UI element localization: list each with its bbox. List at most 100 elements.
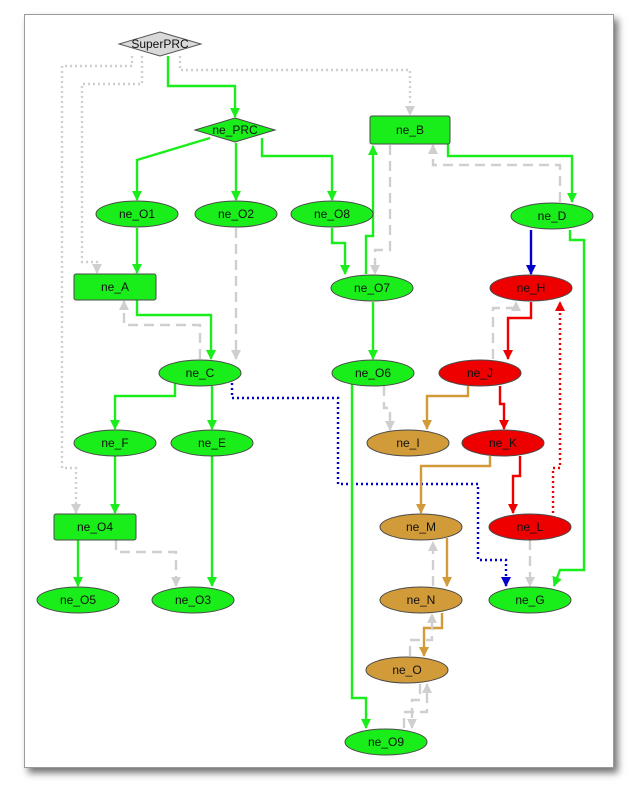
node-shape-ne-g xyxy=(488,586,572,614)
edge-ne-b-to-ne-o7 xyxy=(370,145,392,275)
node-label-superprc: SuperPRC xyxy=(131,37,189,51)
node-ne-o8[interactable]: ne_O8 xyxy=(290,200,374,228)
node-superprc[interactable]: SuperPRC xyxy=(117,31,203,57)
edge-ne-j-to-ne-i xyxy=(422,386,470,430)
edge-ne-prc-to-ne-o1 xyxy=(132,136,211,201)
node-ne-l[interactable]: ne_L xyxy=(488,513,572,541)
node-label-ne-h: ne_H xyxy=(517,281,546,295)
node-label-ne-o7: ne_O7 xyxy=(354,281,390,295)
edge-superprc-to-ne-o4 xyxy=(60,56,134,514)
node-shape-ne-j xyxy=(438,359,522,387)
node-label-ne-c: ne_C xyxy=(186,366,215,380)
node-ne-j[interactable]: ne_J xyxy=(438,359,522,387)
edge-ne-o-to-ne-o9 xyxy=(407,684,422,729)
node-ne-o4[interactable]: ne_O4 xyxy=(53,513,137,541)
node-ne-d[interactable]: ne_D xyxy=(510,202,594,230)
node-ne-o6[interactable]: ne_O6 xyxy=(331,359,415,387)
edge-ne-o8-to-ne-o7 xyxy=(330,228,350,275)
edge-ne-d-to-ne-g xyxy=(552,230,586,587)
node-ne-g[interactable]: ne_G xyxy=(488,586,572,614)
nodes-layer: SuperPRC ne_PRC ne_B ne_O1 ne_O2 ne_O8 ne_D ne_… xyxy=(36,31,594,756)
node-label-ne-g: ne_G xyxy=(515,593,544,607)
edge-ne-o-to-ne-n xyxy=(408,613,437,656)
node-shape-ne-o6 xyxy=(331,359,415,387)
node-shape-ne-prc xyxy=(193,117,277,143)
node-shape-ne-m xyxy=(379,513,463,541)
node-shape-ne-n xyxy=(379,586,463,614)
node-label-ne-j: ne_J xyxy=(467,366,493,380)
node-ne-o5[interactable]: ne_O5 xyxy=(36,586,120,614)
node-shape-ne-e xyxy=(170,429,254,457)
node-label-ne-i: ne_I xyxy=(396,436,419,450)
node-ne-i[interactable]: ne_I xyxy=(366,429,450,457)
node-shape-ne-o2 xyxy=(194,200,278,228)
node-label-ne-o1: ne_O1 xyxy=(119,207,155,221)
node-shape-ne-b xyxy=(369,115,451,145)
node-label-ne-m: ne_M xyxy=(406,520,436,534)
edge-ne-j-to-ne-h xyxy=(491,301,521,359)
node-ne-o7[interactable]: ne_O7 xyxy=(330,274,414,302)
node-shape-superprc xyxy=(117,31,203,57)
edge-ne-o7-to-ne-b xyxy=(364,145,378,274)
node-ne-e[interactable]: ne_E xyxy=(170,429,254,457)
node-shape-ne-k xyxy=(461,429,545,457)
node-label-ne-o3: ne_O3 xyxy=(175,593,211,607)
node-ne-o9[interactable]: ne_O9 xyxy=(344,728,428,756)
edge-ne-l-to-ne-h xyxy=(551,301,565,518)
node-label-ne-o6: ne_O6 xyxy=(355,366,391,380)
edge-ne-c-to-ne-a xyxy=(119,300,202,359)
edge-ne-prc-to-ne-o8 xyxy=(260,138,337,201)
node-shape-ne-o1 xyxy=(95,200,179,228)
edge-ne-k-to-ne-l xyxy=(508,456,522,514)
node-shape-ne-o4 xyxy=(53,513,137,541)
node-shape-ne-d xyxy=(510,202,594,230)
node-label-ne-n: ne_N xyxy=(407,593,436,607)
edge-ne-c-to-ne-g xyxy=(230,383,511,587)
node-label-ne-e: ne_E xyxy=(198,436,226,450)
edge-ne-h-to-ne-j xyxy=(503,302,533,360)
node-ne-n[interactable]: ne_N xyxy=(379,586,463,614)
node-label-ne-k: ne_K xyxy=(489,436,517,450)
node-ne-a[interactable]: ne_A xyxy=(73,273,157,301)
node-label-ne-a: ne_A xyxy=(101,280,129,294)
node-ne-h[interactable]: ne_H xyxy=(489,274,573,302)
node-label-ne-o9: ne_O9 xyxy=(368,735,404,749)
node-label-ne-o2: ne_O2 xyxy=(218,207,254,221)
node-ne-f[interactable]: ne_F xyxy=(73,429,157,457)
node-shape-ne-o8 xyxy=(290,200,374,228)
node-label-ne-o4: ne_O4 xyxy=(77,520,113,534)
edge-ne-o6-to-ne-i xyxy=(382,386,395,431)
edges-layer xyxy=(60,56,586,729)
node-label-ne-o8: ne_O8 xyxy=(314,207,350,221)
edge-ne-k-to-ne-m xyxy=(416,456,492,514)
edge-ne-d-to-ne-b xyxy=(428,144,562,202)
edge-ne-j-to-ne-k xyxy=(498,386,509,430)
edge-superprc-to-ne-a xyxy=(80,56,144,274)
node-ne-o2[interactable]: ne_O2 xyxy=(194,200,278,228)
node-shape-ne-a xyxy=(73,273,157,301)
node-label-ne-d: ne_D xyxy=(538,209,567,223)
edge-ne-o4-to-ne-o3 xyxy=(114,540,181,587)
node-label-ne-f: ne_F xyxy=(101,436,128,450)
node-shape-ne-o7 xyxy=(330,274,414,302)
node-shape-ne-o9 xyxy=(344,728,428,756)
node-ne-b[interactable]: ne_B xyxy=(369,115,451,145)
node-ne-c[interactable]: ne_C xyxy=(158,359,242,387)
node-ne-prc[interactable]: ne_PRC xyxy=(193,117,277,143)
node-label-ne-o5: ne_O5 xyxy=(60,593,96,607)
node-label-ne-prc: ne_PRC xyxy=(212,123,258,137)
edge-superprc-to-ne-b xyxy=(178,56,415,116)
node-ne-m[interactable]: ne_M xyxy=(379,513,463,541)
node-shape-ne-c xyxy=(158,359,242,387)
node-ne-k[interactable]: ne_K xyxy=(461,429,545,457)
node-shape-ne-h xyxy=(489,274,573,302)
edge-ne-o9-to-ne-o xyxy=(402,683,432,728)
node-ne-o[interactable]: ne_O xyxy=(365,656,449,684)
node-ne-o1[interactable]: ne_O1 xyxy=(95,200,179,228)
node-shape-ne-o3 xyxy=(151,586,235,614)
node-shape-ne-l xyxy=(488,513,572,541)
node-ne-o3[interactable]: ne_O3 xyxy=(151,586,235,614)
edge-ne-n-to-ne-o xyxy=(419,613,444,657)
node-shape-ne-i xyxy=(366,429,450,457)
